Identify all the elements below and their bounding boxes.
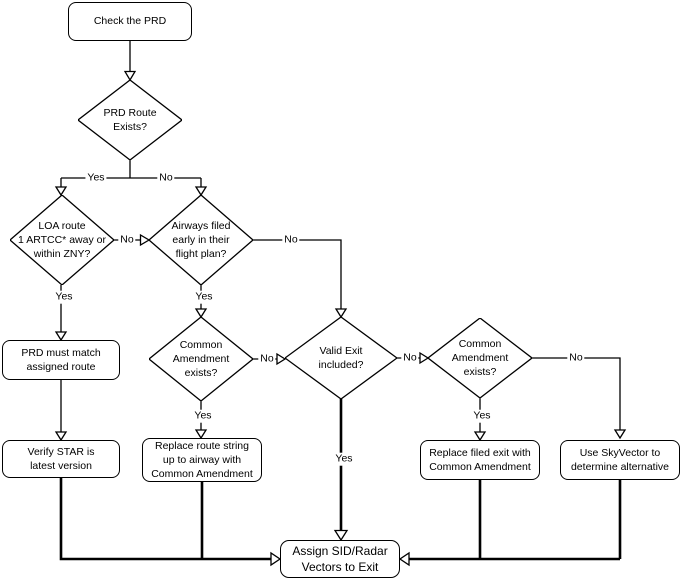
node-prd-route-exists: PRD Route Exists? — [78, 80, 182, 160]
edge-label-valid-exit-yes: Yes — [333, 452, 355, 466]
arrowhead-down-icon — [123, 70, 137, 82]
edge-airways-no — [253, 239, 342, 309]
edge-label-loa-yes: Yes — [53, 290, 75, 304]
arrowhead-down-icon — [194, 429, 208, 440]
node-replace-route-string: Replace route string up to airway with C… — [142, 438, 262, 482]
node-label: Verify STAR is latest version — [27, 445, 95, 472]
arrowhead-down-icon — [194, 308, 208, 319]
node-loa-route: LOA route 1 ARTCC* away or within ZNY? — [10, 195, 114, 285]
arrowhead-down-icon — [334, 308, 348, 319]
edge-label-ca-right-yes: Yes — [471, 409, 493, 423]
node-check-the-prd: Check the PRD — [68, 2, 192, 41]
edge-label-ca-left-no: No — [258, 352, 276, 366]
edge-label-prd-yes: Yes — [85, 171, 107, 185]
edge-label-loa-no: No — [118, 233, 136, 247]
edge-label-ca-right-no: No — [567, 351, 585, 365]
arrowhead-down-icon — [613, 429, 627, 440]
arrowhead-left-icon — [398, 551, 410, 567]
arrowhead-down-icon — [54, 431, 68, 442]
edge-ca-right-no — [532, 357, 621, 430]
diamond-shape — [285, 317, 397, 399]
node-label: Airways filed early in their flight plan… — [171, 219, 231, 261]
arrowhead-right-icon — [139, 233, 151, 247]
arrowhead-right-icon — [270, 551, 282, 567]
node-valid-exit: Valid Exit included? — [285, 317, 397, 399]
node-common-amendment-right: Common Amendment exists? — [428, 318, 532, 398]
edge-label-ca-left-yes: Yes — [192, 409, 214, 423]
node-label: Use SkyVector to determine alternative — [570, 446, 670, 473]
arrowhead-down-icon — [54, 186, 68, 197]
arrowhead-right-icon — [419, 351, 430, 365]
node-label: Replace filed exit with Common Amendment — [429, 446, 531, 473]
node-use-skyvector: Use SkyVector to determine alternative — [560, 440, 680, 480]
node-label: Common Amendment exists? — [172, 338, 230, 380]
edge-label-prd-no: No — [157, 171, 175, 185]
node-label: LOA route 1 ARTCC* away or within ZNY? — [18, 219, 106, 261]
edge-right-merge — [409, 480, 622, 561]
node-airways-filed: Airways filed early in their flight plan… — [149, 195, 253, 285]
edge-label-valid-exit-no: No — [401, 351, 419, 365]
node-label: Check the PRD — [93, 15, 167, 28]
edge-label-airways-yes: Yes — [193, 290, 215, 304]
node-label: Valid Exit included? — [318, 344, 364, 371]
arrowhead-right-icon — [276, 352, 287, 366]
node-label: Replace route string up to airway with C… — [151, 439, 253, 481]
diamond-shape — [149, 317, 253, 401]
node-label: PRD must match assigned route — [21, 346, 101, 373]
arrowhead-down-icon — [473, 431, 487, 442]
node-replace-filed-exit: Replace filed exit with Common Amendment — [420, 440, 540, 480]
arrowhead-down-icon — [54, 331, 68, 342]
node-assign-sid-radar-vectors: Assign SID/Radar Vectors to Exit — [280, 540, 400, 578]
node-label: PRD Route Exists? — [103, 106, 157, 133]
node-verify-star: Verify STAR is latest version — [2, 440, 120, 478]
node-label: Assign SID/Radar Vectors to Exit — [292, 543, 388, 574]
edge-label-airways-no: No — [282, 233, 300, 247]
edge-left-merge — [59, 478, 271, 561]
diamond-shape — [10, 195, 114, 285]
node-label: Common Amendment exists? — [451, 337, 509, 379]
diamond-shape — [149, 195, 253, 285]
edge-prd-split — [60, 160, 202, 187]
diamond-shape — [78, 80, 182, 160]
node-common-amendment-left: Common Amendment exists? — [149, 317, 253, 401]
node-prd-must-match: PRD must match assigned route — [2, 340, 120, 380]
arrowhead-down-icon — [333, 529, 349, 542]
arrowhead-down-icon — [194, 186, 208, 197]
diamond-shape — [428, 318, 532, 398]
